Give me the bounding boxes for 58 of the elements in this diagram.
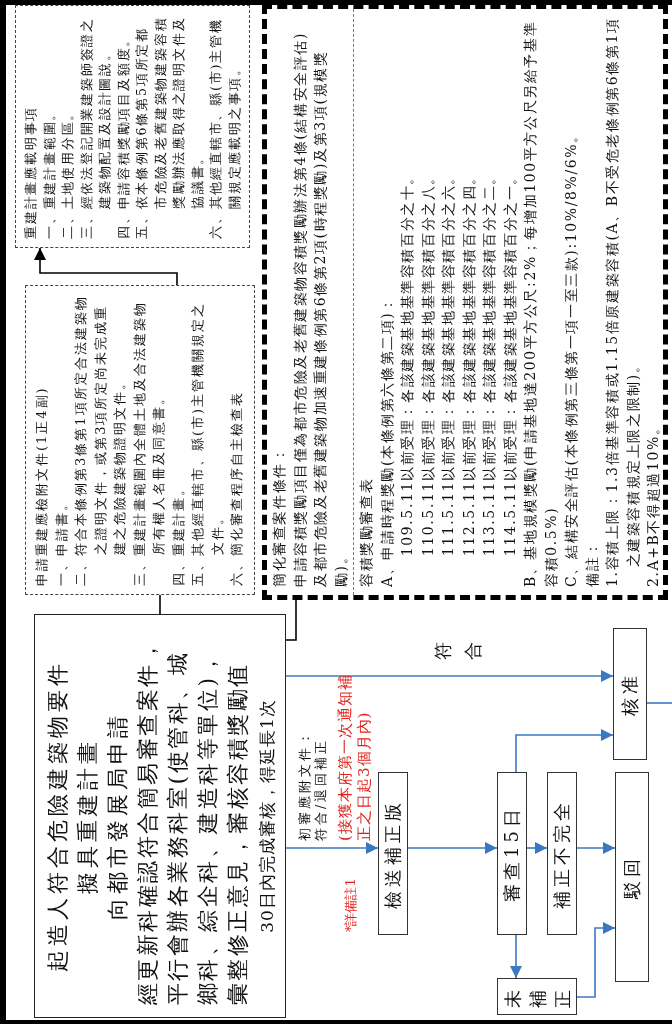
box-text: 擬具重建計畫 (74, 737, 101, 896)
box-text: 容積獎勵審查表 (357, 476, 375, 587)
process-box: 檢送補正版 (378, 772, 408, 935)
list-item: 備註： (582, 539, 601, 587)
connector-line (159, 594, 161, 615)
box-text: 經更新科確認符合簡易審查案件，平行會辦各業務科室(使管科、城鄉科、綜企科、建造科等單位)，彙整修正意見，審核容積獎勵值 (134, 636, 251, 1005)
box-text: 申請容積獎勵項目僅為都市危險及老舊建築物容積獎勵辦法第4條(結構安全評估)及都市危險及老舊建築物加速重建條例第6條第2項(時程獎勵)及第3項(規模獎勵)。 (290, 30, 350, 587)
list-item: 二、符合本條例第3條第1項所定合法建築物之證明文件，或第3項所定尚未完成重建之危險建築物證明文件。 (72, 294, 128, 586)
list-item: 110.5.11以前受理：各該建築基地基準容積百分之八。 (418, 168, 437, 559)
conditions-panel (262, 4, 668, 600)
list-item: 六、其他經直轄市、縣(市)主管機關規定應載明之事項。 (207, 17, 243, 239)
list-item: 三、重建計畫範圍內全體土地及合法建築物所有權人名冊及同意書。 (130, 300, 167, 586)
arrow (285, 842, 379, 854)
arrow (576, 922, 616, 998)
arrow (576, 842, 616, 854)
list-item: A、申請時程獎勵(本條例第六條第二項)： (377, 294, 396, 587)
process-box: 審查15日 (497, 772, 527, 935)
note-text: *詳備註1 (342, 877, 359, 932)
box-text: 30日內完成審核，得延長1次 (256, 698, 278, 935)
arrow (34, 247, 178, 286)
list-item: 1.容積上限：1.3倍基準容積或1.15倍原建築容積(A、B不受危老條例第6條第1項之建築容積規定上限之限制)。 (603, 17, 642, 587)
list-item: 一、申請書。 (52, 495, 70, 586)
list-item: 114.5.11以前受理：各該建築基地基準容積百分之一。 (500, 168, 519, 559)
list-item: 六、簡化審查程序自主檢查表 (228, 390, 245, 586)
list-item: C、結構安全評估(本條例第三條第一項一至三款):10%/8%/6%。 (562, 126, 580, 587)
list-item: 四、申請容積獎勵項目及額度。 (114, 30, 132, 239)
note-text: (接獲本府第一次通知補正之日起3個月內) (336, 673, 374, 841)
list-item: B、基地規模獎勵(申請基地達200平方公尺:2%；每增加100平方公尺另給予基準容積0.5%) (521, 19, 560, 587)
list-item: 113.5.11以前受理：各該建築基地基準容積百分之二。 (480, 168, 498, 559)
process-box: 補正不完全 (547, 772, 577, 935)
box-text: 起造人符合危險建築物要件 (44, 659, 71, 974)
list-item: 111.5.11以前受理：各該建築基地基準容積百分之六。 (439, 168, 457, 559)
arrow (526, 842, 548, 854)
list-item: 五、依本條例第6條第5項所定都市危險及老舊建築物建築容積獎勵辦法應取得之證明文件及協議書。 (133, 15, 206, 239)
list-item: 一、重建計畫範圍。 (40, 104, 58, 239)
arrow (515, 729, 614, 773)
requirements-box (15, 5, 250, 248)
process-box: 駁回 (615, 772, 649, 982)
list-item: 三、經依法登記開業建築師簽證之建築物配置及設計圖說。 (77, 16, 113, 239)
document-list-box (25, 285, 255, 595)
heading: 簡化審查案件條件： (270, 445, 288, 587)
process-box (34, 614, 286, 1018)
list-item: 109.5.11以前受理：各該建築基地基準容積百分之十。 (398, 168, 416, 559)
process-box: 核准 (613, 628, 647, 760)
arrow (510, 934, 522, 979)
list-item: 2.A+B不得超過10%。 (644, 418, 662, 587)
process-box: 未補正 (497, 978, 577, 1015)
list-item: 112.5.11以前受理：各該建築基地基準容積百分之四。 (459, 168, 478, 559)
arrow (407, 842, 498, 854)
heading: 申請重建應檢附文件(1正4副) (33, 385, 50, 586)
list-item: 五、其他經直轄市、縣(市)主管機關規定之文件。 (189, 300, 226, 586)
arrow (285, 670, 614, 682)
list-item: 二、土地使用分區。 (59, 104, 76, 239)
heading: 重建計畫應載明事項 (22, 104, 39, 239)
box-text: 向都市發展局申請 (104, 711, 131, 922)
connector-line (646, 702, 672, 704)
list-item: 四、重建計畫。 (169, 480, 187, 586)
connector-line (285, 599, 297, 641)
